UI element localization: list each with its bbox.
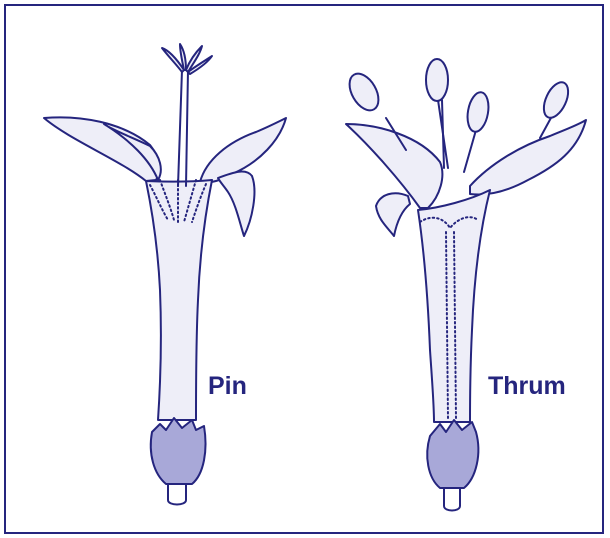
thrum-right-petal <box>470 120 586 194</box>
pin-label: Pin <box>208 372 247 400</box>
pin-corolla-tube <box>146 180 212 420</box>
thrum-pedicel <box>444 488 460 511</box>
pin-pedicel <box>168 484 186 505</box>
thrum-label: Thrum <box>488 372 566 400</box>
pin-flower <box>44 44 286 505</box>
thrum-calyx <box>427 420 478 488</box>
pin-stigma <box>162 44 212 74</box>
thrum-anthers <box>344 59 573 133</box>
pin-style <box>178 70 188 186</box>
thrum-reflexed-lobe <box>376 193 410 236</box>
pin-calyx <box>151 418 206 484</box>
thrum-flower <box>344 59 586 511</box>
pin-reflexed-lobe <box>218 172 254 236</box>
